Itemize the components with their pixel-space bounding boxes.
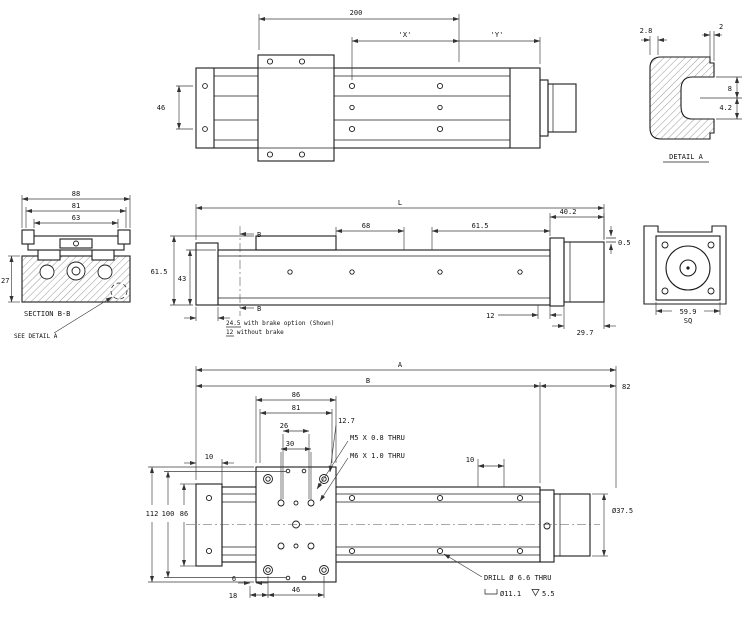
dim-18-label: 18 [229, 592, 237, 600]
dim-12-7-label: 12.7 [338, 417, 355, 425]
depth-icon [531, 589, 540, 597]
dim-26-label: 26 [280, 422, 288, 430]
bottom-view-dimensions: A B 82 86 81 26 30 12.7 M5 X 0.8 THRU [146, 361, 633, 600]
dim-10-left-label: 10 [205, 453, 213, 461]
motor-flange-side [549, 237, 565, 307]
dim-100-label: 100 [162, 510, 175, 518]
rear-body-profile [643, 225, 727, 305]
section-bb-dimensions: 88 81 63 27 [1, 190, 131, 303]
dim-2-8-label: 2.8 [640, 27, 653, 35]
top-view-dimensions: 200 'X' 'Y' 46 [157, 9, 541, 130]
end-cap-side [195, 242, 219, 306]
dim-2-label: 2 [719, 23, 723, 31]
dim-63-label: 63 [72, 214, 80, 222]
dim-59-9-label: 59.9 [680, 308, 697, 316]
section-bb-view: 88 81 63 27 SECTION B-B SEE DETAIL A [1, 190, 131, 340]
rear-view-dimensions: 59.9 SQ [655, 302, 721, 325]
coupling-flange-top-view [539, 79, 549, 137]
dim-200-label: 200 [350, 9, 363, 17]
detail-a-callout-circle [110, 282, 128, 300]
dim-12-bottom-label: 12 [486, 312, 494, 320]
dim-81-bottom-label: 81 [292, 404, 300, 412]
section-bb-geometry [21, 229, 131, 303]
bottom-view: A B 82 86 81 26 30 12.7 M5 X 0.8 THRU [146, 361, 633, 600]
detail-a-view: 2.8 2 8 4.2 DETAIL A [640, 23, 742, 163]
dim-x-label: 'X' [399, 31, 412, 39]
dim-4-2-label: 4.2 [719, 104, 732, 112]
drill-note: DRILL Ø 6.6 THRU [484, 574, 551, 582]
dim-112-label: 112 [146, 510, 159, 518]
rear-view: 59.9 SQ [643, 225, 727, 325]
left-rail-circle [39, 264, 55, 280]
dim-86-top-label: 86 [292, 391, 300, 399]
dim-46-bottom-label: 46 [292, 586, 300, 594]
dim-82-label: 82 [622, 383, 630, 391]
carriage-side [255, 235, 337, 251]
dim-88-label: 88 [72, 190, 80, 198]
dim-8-label: 8 [728, 85, 732, 93]
detail-a-dimensions: 2.8 2 8 4.2 [640, 23, 742, 120]
motor-bottom-view [553, 493, 591, 557]
counterbore-icon [484, 589, 498, 595]
dim-30-label: 30 [286, 440, 294, 448]
dim-sq-label: SQ [684, 317, 692, 325]
motor-top-view [547, 83, 577, 133]
cbore-diameter-label: Ø11.1 [500, 590, 521, 598]
dim-27-label: 27 [1, 277, 9, 285]
carriage-top-view [257, 54, 335, 162]
rail-body-side [217, 249, 551, 306]
top-view-geometry [195, 54, 577, 162]
dim-68-label: 68 [362, 222, 370, 230]
dim-6-label: 6 [232, 575, 236, 583]
right-rail-circle [97, 264, 113, 280]
side-view-dimensions: L 68 61.5 40.2 61.5 43 0.5 [151, 199, 631, 337]
bottom-view-geometry [186, 466, 600, 583]
dim-81-label: 81 [72, 202, 80, 210]
dim-61-5-right-label: 61.5 [472, 222, 489, 230]
motor-flange-square [655, 235, 721, 301]
thread-callout-m6: M6 X 1.0 THRU [350, 452, 405, 460]
dim-0-5-label: 0.5 [618, 239, 631, 247]
note-without-brake: 12 without brake [226, 329, 284, 336]
detail-a-title: DETAIL A [669, 153, 704, 161]
dim-29-7-label: 29.7 [577, 329, 594, 337]
dim-43-label: 43 [178, 275, 186, 283]
top-view: 200 'X' 'Y' 46 [157, 9, 577, 162]
dim-86-left-label: 86 [180, 510, 188, 518]
dim-10-right-label: 10 [466, 456, 474, 464]
dim-46-label: 46 [157, 104, 165, 112]
section-cut-line: B B [239, 226, 261, 316]
dim-y-label: 'Y' [491, 31, 504, 39]
thread-callout-m5: M5 X 0.8 THRU [350, 434, 405, 442]
dim-B-label: B [366, 377, 370, 385]
cut-label-b-bottom: B [257, 305, 261, 313]
side-view: B B L 68 61.5 40.2 61.5 43 [151, 199, 631, 337]
note-brake-option: 24.5 with brake option (Shown) [226, 320, 334, 327]
motor-pilot-circle [665, 245, 711, 291]
dim-L-label: L [398, 199, 402, 207]
dim-40-2-label: 40.2 [560, 208, 577, 216]
section-bb-title: SECTION B-B [24, 310, 70, 318]
dim-37-5-label: Ø37.5 [612, 507, 633, 515]
dim-A-label: A [398, 361, 403, 369]
detail-a-profile [649, 56, 715, 140]
side-view-geometry [195, 235, 605, 307]
see-detail-a-note: SEE DETAIL A [14, 333, 58, 340]
cut-label-b-top: B [257, 231, 261, 239]
motor-side [563, 241, 605, 303]
dim-61-5-left-label: 61.5 [151, 268, 168, 276]
cbore-depth-label: 5.5 [542, 590, 555, 598]
